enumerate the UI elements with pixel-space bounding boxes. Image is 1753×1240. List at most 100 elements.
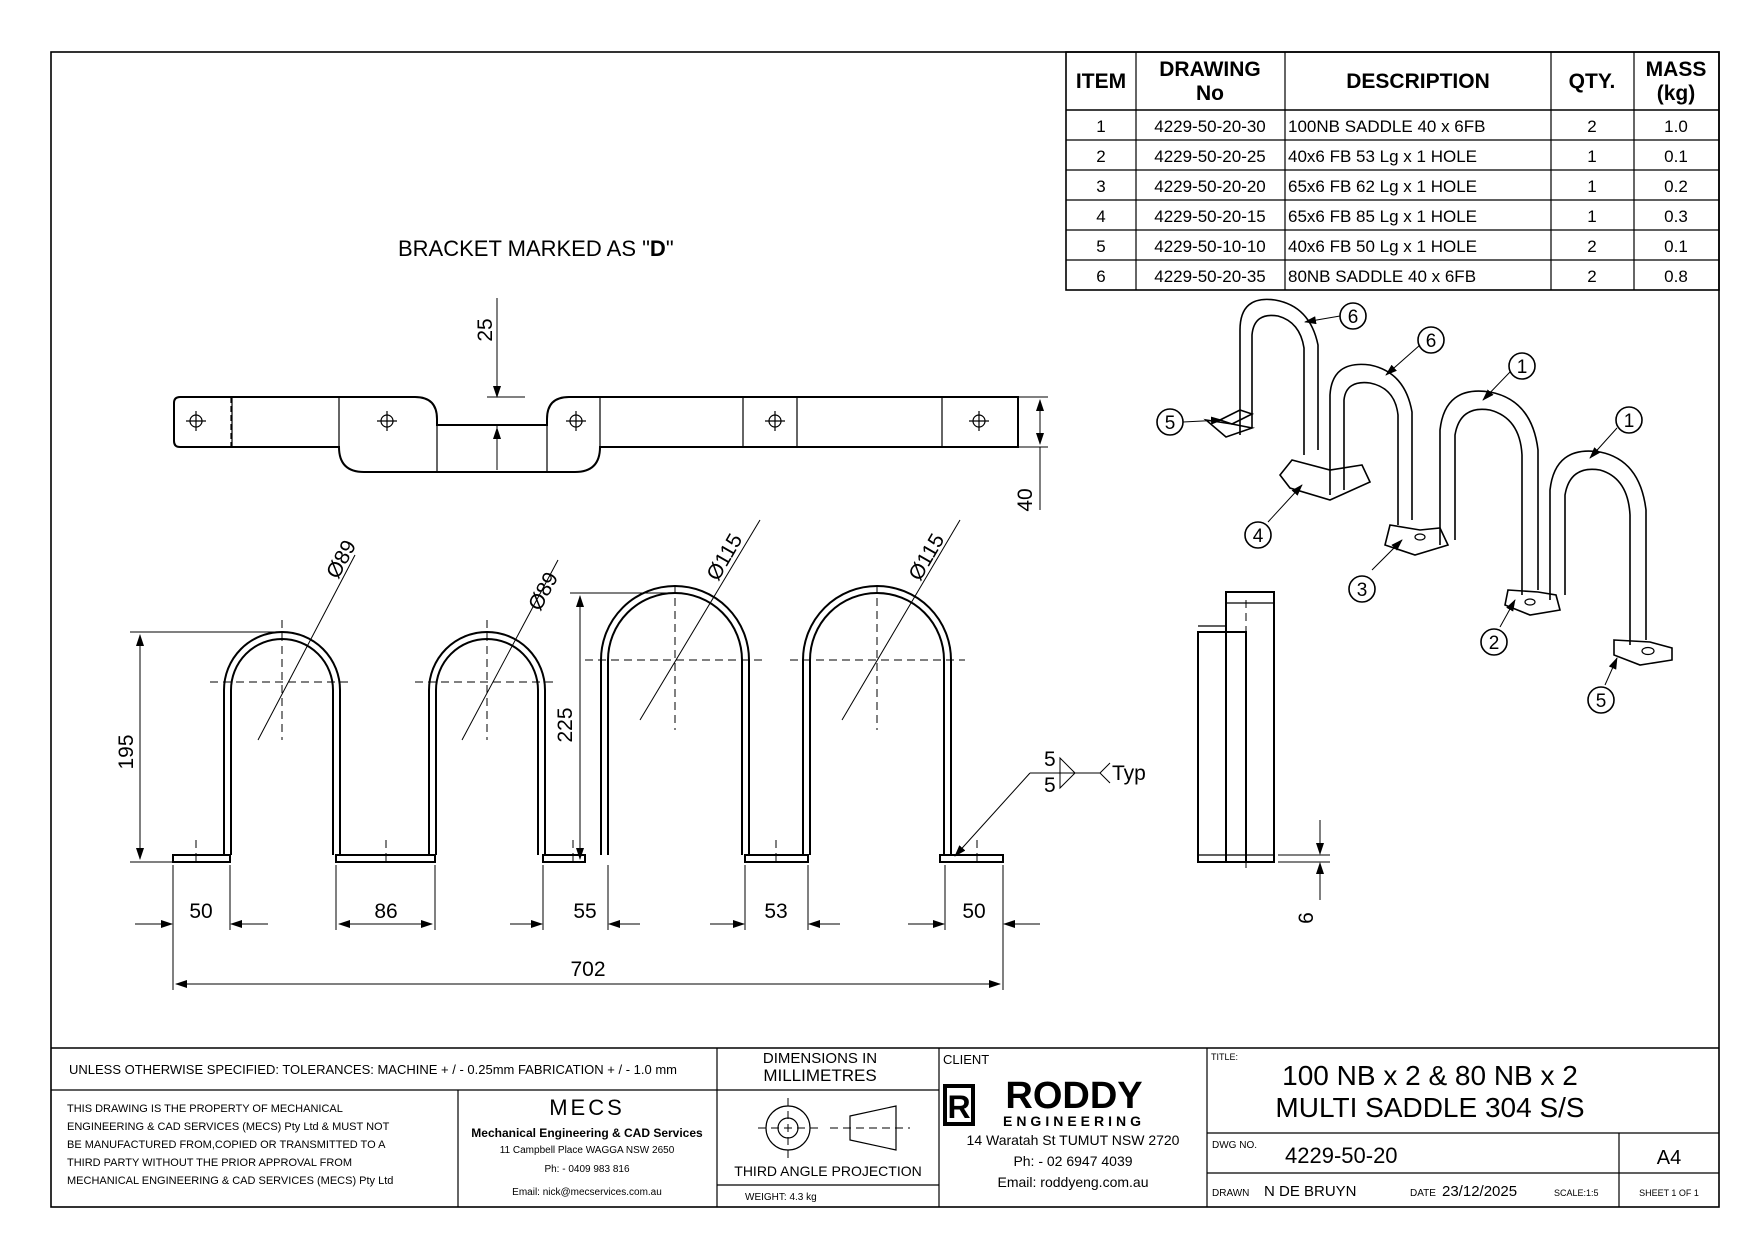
bom-cell-description: 80NB SADDLE 40 x 6FB — [1288, 267, 1476, 286]
bom-header-mass-unit: (kg) — [1657, 82, 1696, 105]
bom-header-drawing: DRAWING — [1159, 58, 1261, 81]
bom-cell-description: 65x6 FB 62 Lg x 1 HOLE — [1288, 177, 1477, 196]
bom-header-item: ITEM — [1076, 70, 1126, 93]
bolt-hole — [969, 411, 989, 431]
bom-cell-item: 2 — [1096, 147, 1105, 166]
client-address: 14 Waratah St TUMUT NSW 2720 — [967, 1132, 1180, 1148]
bom-row: 6 4229-50-20-35 80NB SADDLE 40 x 6FB 2 0… — [1096, 267, 1688, 286]
bom-cell-item: 1 — [1096, 117, 1105, 136]
title-label: TITLE: — [1211, 1052, 1238, 1062]
dim-195: 195 — [115, 734, 138, 769]
bom-header-qty: QTY. — [1569, 70, 1616, 93]
balloon-6-b: 6 — [1417, 326, 1445, 354]
mecs-phone: Ph: - 0409 983 816 — [544, 1164, 630, 1175]
mecs-logo: MECS — [549, 1095, 625, 1120]
bom-cell-item: 6 — [1096, 267, 1105, 286]
bom-cell-qty: 1 — [1587, 147, 1596, 166]
side-view: 6 — [1197, 591, 1330, 924]
dwg-no: 4229-50-20 — [1285, 1143, 1398, 1168]
bom-cell-mass: 0.8 — [1664, 267, 1688, 286]
client-phone: Ph: - 02 6947 4039 — [1013, 1153, 1132, 1169]
property-line: THIS DRAWING IS THE PROPERTY OF MECHANIC… — [67, 1103, 343, 1115]
bom-cell-qty: 2 — [1587, 267, 1596, 286]
dim-702: 702 — [570, 958, 605, 981]
title-line-1: 100 NB x 2 & 80 NB x 2 — [1282, 1060, 1578, 1091]
date-value: 23/12/2025 — [1442, 1183, 1517, 1200]
bolt-hole — [186, 411, 206, 431]
property-line: THIRD PARTY WITHOUT THE PRIOR APPROVAL F… — [67, 1157, 352, 1169]
bolt-hole — [765, 411, 785, 431]
bom-cell-description: 65x6 FB 85 Lg x 1 HOLE — [1288, 207, 1477, 226]
bom-cell-item: 3 — [1096, 177, 1105, 196]
balloon-2: 2 — [1480, 628, 1508, 656]
sheet-number: SHEET 1 OF 1 — [1639, 1188, 1699, 1198]
bom-row: 3 4229-50-20-20 65x6 FB 62 Lg x 1 HOLE 1… — [1096, 177, 1688, 196]
tolerances-note: UNLESS OTHERWISE SPECIFIED: TOLERANCES: … — [69, 1062, 677, 1077]
balloon-1-b: 1 — [1615, 406, 1643, 434]
balloon-label: 5 — [1596, 691, 1607, 712]
sheet-size: A4 — [1657, 1147, 1681, 1169]
dwg-no-label: DWG NO. — [1212, 1140, 1257, 1151]
bom-row: 4 4229-50-20-15 65x6 FB 85 Lg x 1 HOLE 1… — [1096, 207, 1688, 226]
balloon-label: 4 — [1253, 526, 1264, 547]
title-line-2: MULTI SADDLE 304 S/S — [1275, 1092, 1584, 1123]
mecs-address: 11 Campbell Place WAGGA NSW 2650 — [500, 1145, 675, 1156]
mecs-email: Email: nick@mecservices.com.au — [512, 1187, 662, 1198]
dim-6: 6 — [1295, 912, 1318, 924]
client-label: CLIENT — [943, 1052, 989, 1067]
bom-cell-mass: 0.1 — [1664, 147, 1688, 166]
projection-label: THIRD ANGLE PROJECTION — [734, 1163, 921, 1179]
balloon-label: 1 — [1624, 411, 1635, 432]
dim-dia-89-a: Ø89 — [322, 536, 361, 582]
client-logo-letter: R — [947, 1089, 970, 1125]
bracket-note: BRACKET MARKED AS "D" — [398, 236, 674, 261]
bom-cell-drawing: 4229-50-20-15 — [1154, 207, 1266, 226]
balloon-label: 1 — [1517, 357, 1528, 378]
bom-header-description: DESCRIPTION — [1346, 70, 1490, 93]
bom-cell-qty: 1 — [1587, 177, 1596, 196]
bom-cell-drawing: 4229-50-20-20 — [1154, 177, 1266, 196]
sheet-border — [50, 51, 1720, 1208]
bom-cell-drawing: 4229-50-20-30 — [1154, 117, 1266, 136]
balloon-label: 2 — [1489, 633, 1500, 654]
balloon-4: 4 — [1244, 521, 1272, 549]
bracket-note-suffix: " — [666, 236, 674, 261]
bom-cell-drawing: 4229-50-20-25 — [1154, 147, 1266, 166]
balloon-5-b: 5 — [1587, 686, 1615, 714]
balloon-5-a: 5 — [1156, 408, 1184, 436]
dim-50-right: 50 — [962, 900, 985, 923]
roddy-engineering-logo: R RODDY ENGINEERING — [943, 1075, 1143, 1129]
balloon-label: 5 — [1165, 413, 1176, 434]
bom-header-drawing-no: No — [1196, 82, 1224, 105]
bom-cell-description: 100NB SADDLE 40 x 6FB — [1288, 117, 1485, 136]
balloon-6-a: 6 — [1339, 302, 1367, 330]
weld-typ: Typ — [1112, 762, 1146, 785]
balloon-1-a: 1 — [1508, 352, 1536, 380]
bolt-hole — [377, 411, 397, 431]
dim-25: 25 — [474, 318, 497, 341]
property-line: MECHANICAL ENGINEERING & CAD SERVICES (M… — [67, 1175, 393, 1187]
bolt-hole — [566, 411, 586, 431]
units-line-2: MILLIMETRES — [763, 1066, 876, 1085]
client-email: Email: roddyeng.com.au — [998, 1174, 1149, 1190]
balloon-3: 3 — [1348, 575, 1376, 603]
bom-cell-item: 5 — [1096, 237, 1105, 256]
bom-cell-qty: 1 — [1587, 207, 1596, 226]
bom-cell-mass: 0.1 — [1664, 237, 1688, 256]
dim-dia-89-b: Ø89 — [524, 568, 563, 614]
elevation-view: Ø89 Ø89 Ø115 Ø115 195 225 50 86 55 — [115, 519, 1146, 990]
scale: SCALE:1:5 — [1554, 1188, 1599, 1198]
third-angle-projection-icon — [758, 1098, 910, 1158]
bom-cell-qty: 2 — [1587, 117, 1596, 136]
dim-dia-115-a: Ø115 — [702, 530, 747, 585]
bom-row: 1 4229-50-20-30 100NB SADDLE 40 x 6FB 2 … — [1096, 117, 1688, 136]
bom-cell-mass: 0.2 — [1664, 177, 1688, 196]
bom-cell-drawing: 4229-50-10-10 — [1154, 237, 1266, 256]
isometric-view: 6 6 1 1 5 4 3 2 5 — [1156, 298, 1673, 714]
bom-row: 2 4229-50-20-25 40x6 FB 53 Lg x 1 HOLE 1… — [1096, 147, 1688, 166]
bracket-note-mark: D — [650, 236, 666, 261]
weld-size-bottom: 5 — [1044, 774, 1056, 797]
units-line-1: DIMENSIONS IN — [763, 1050, 877, 1067]
bracket-note-prefix: BRACKET MARKED AS " — [398, 236, 650, 261]
